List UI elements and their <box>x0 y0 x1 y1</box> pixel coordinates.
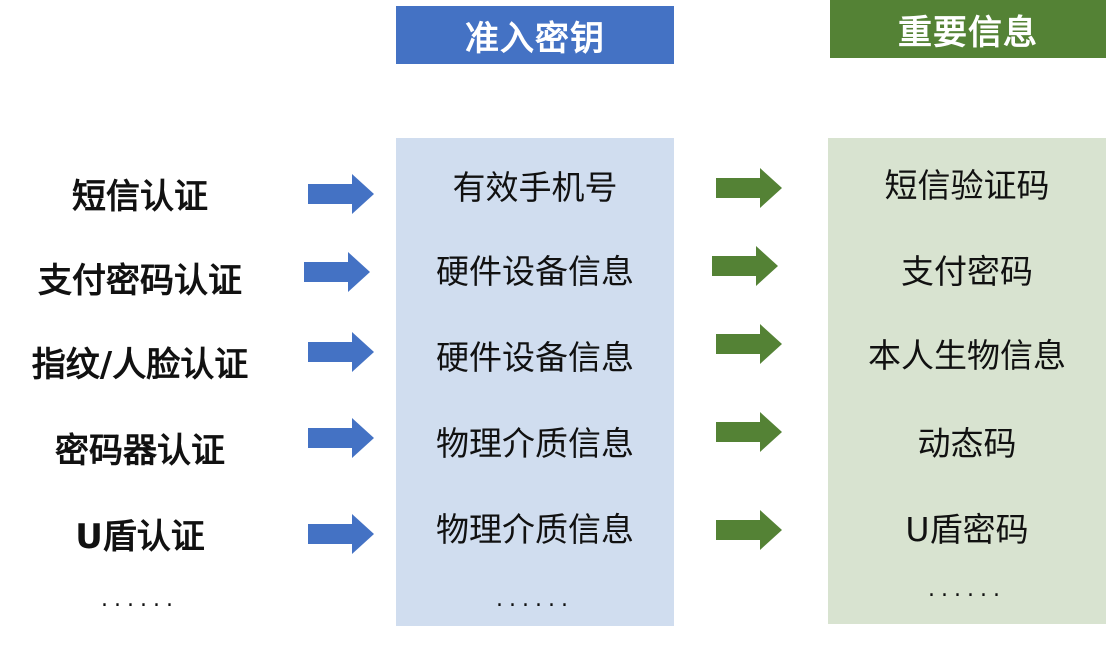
auth-method-usb-key: U盾认证 <box>0 508 280 558</box>
important-info-header: 重要信息 <box>830 0 1106 58</box>
auth-method-label: U盾认证 <box>75 516 205 557</box>
important-info-item: U盾密码 <box>828 502 1106 552</box>
important-info-label: U盾密码 <box>905 510 1029 549</box>
access-key-label: 硬件设备信息 <box>436 338 634 377</box>
blue-right-arrow-icon <box>304 252 370 292</box>
auth-method-label: 密码器认证 <box>55 430 225 471</box>
important-info-label: 本人生物信息 <box>868 336 1066 375</box>
access-key-item: 物理介质信息 <box>396 416 674 466</box>
access-key-label: 物理介质信息 <box>436 424 634 463</box>
auth-method-fingerprint-face: 指纹/人脸认证 <box>0 336 280 386</box>
access-key-panel <box>396 138 674 626</box>
important-info-item: 本人生物信息 <box>828 328 1106 378</box>
blue-right-arrow-icon <box>308 418 374 458</box>
access-key-more: ...... <box>396 574 674 624</box>
green-right-arrow-icon <box>712 246 778 286</box>
auth-method-payment-password: 支付密码认证 <box>0 252 280 302</box>
green-right-arrow-icon <box>716 510 782 550</box>
auth-method-label: 指纹/人脸认证 <box>31 344 249 385</box>
important-info-more: ...... <box>828 564 1106 614</box>
auth-method-more: ...... <box>0 574 280 624</box>
important-info-item: 短信验证码 <box>828 158 1106 208</box>
blue-right-arrow-icon <box>308 174 374 214</box>
important-info-label: 短信验证码 <box>884 166 1050 205</box>
green-right-arrow-icon <box>716 168 782 208</box>
access-key-item: 硬件设备信息 <box>396 244 674 294</box>
access-key-header-label: 准入密钥 <box>465 18 605 59</box>
important-info-label: 动态码 <box>917 424 1017 463</box>
access-key-label: 物理介质信息 <box>436 510 634 549</box>
auth-method-label: 短信认证 <box>72 176 208 217</box>
auth-method-sms: 短信认证 <box>0 168 280 218</box>
green-right-arrow-icon <box>716 324 782 364</box>
access-key-item: 有效手机号 <box>396 160 674 210</box>
important-info-header-label: 重要信息 <box>898 12 1038 53</box>
access-key-label: 硬件设备信息 <box>436 252 634 291</box>
access-key-item: 硬件设备信息 <box>396 330 674 380</box>
important-info-item: 支付密码 <box>828 244 1106 294</box>
important-info-item: 动态码 <box>828 416 1106 466</box>
ellipsis-label: ...... <box>928 576 1006 602</box>
important-info-panel <box>828 138 1106 624</box>
auth-method-label: 支付密码认证 <box>38 260 242 301</box>
blue-right-arrow-icon <box>308 332 374 372</box>
access-key-label: 有效手机号 <box>452 168 618 207</box>
blue-right-arrow-icon <box>308 514 374 554</box>
ellipsis-label: ...... <box>496 586 574 612</box>
auth-method-token-device: 密码器认证 <box>0 422 280 472</box>
important-info-label: 支付密码 <box>901 252 1033 291</box>
access-key-header: 准入密钥 <box>396 6 674 64</box>
green-right-arrow-icon <box>716 412 782 452</box>
access-key-item: 物理介质信息 <box>396 502 674 552</box>
ellipsis-label: ...... <box>101 586 179 612</box>
